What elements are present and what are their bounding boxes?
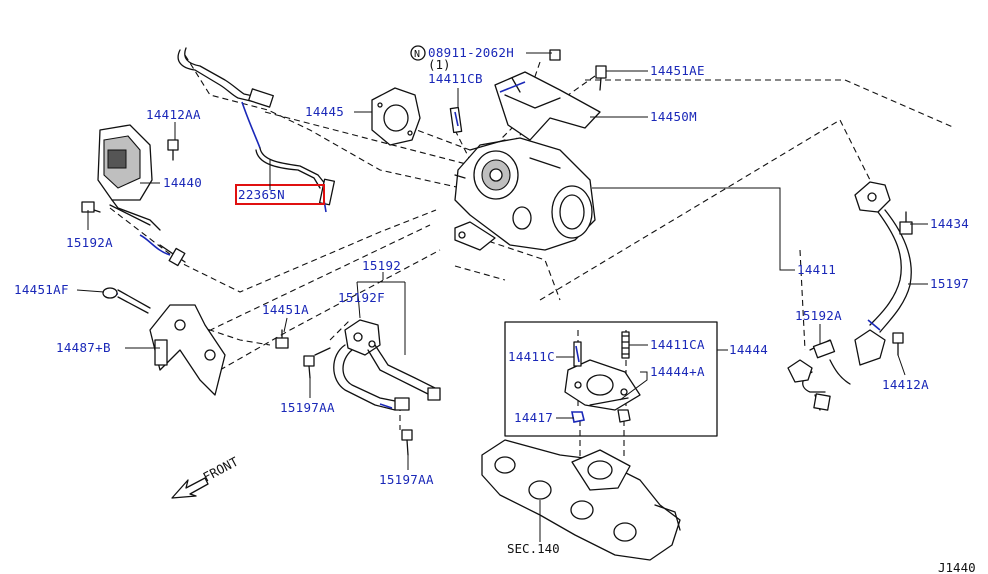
label-22365n[interactable]: 22365N xyxy=(238,187,285,202)
gasket-14445 xyxy=(371,87,421,146)
oil-return-15197 xyxy=(787,181,913,411)
label-08911-qty: (1) xyxy=(428,57,451,72)
heat-shield-14450m xyxy=(494,49,607,141)
label-14411[interactable]: 14411 xyxy=(797,262,836,277)
label-15192f[interactable]: 15192F xyxy=(338,290,385,305)
bracket-14487b xyxy=(102,287,226,396)
wastegate-actuator-14440 xyxy=(81,124,186,267)
label-n-prefix: N xyxy=(414,49,420,60)
label-15192a-left[interactable]: 15192A xyxy=(66,235,113,250)
label-14412aa[interactable]: 14412AA xyxy=(146,107,201,122)
turbocharger-14411 xyxy=(454,137,596,251)
label-15192[interactable]: 15192 xyxy=(362,258,401,273)
label-14487b[interactable]: 14487+B xyxy=(56,340,111,355)
label-14450m[interactable]: 14450M xyxy=(650,109,697,124)
label-15197aa-1[interactable]: 15197AA xyxy=(280,400,335,415)
label-14444[interactable]: 14444 xyxy=(729,342,768,357)
label-14451ae[interactable]: 14451AE xyxy=(650,63,705,78)
gasket-14444a xyxy=(564,331,641,423)
label-08911-2062h[interactable]: 08911-2062H xyxy=(428,45,514,60)
figure-id: J1440 xyxy=(938,560,976,574)
label-14411c[interactable]: 14411C xyxy=(508,349,555,364)
label-14411cb[interactable]: 14411CB xyxy=(428,71,483,86)
leader-lines xyxy=(76,52,928,542)
exhaust-manifold-sec140 xyxy=(481,439,681,561)
label-14451af[interactable]: 14451AF xyxy=(14,282,69,297)
label-14417[interactable]: 14417 xyxy=(514,410,553,425)
label-15197[interactable]: 15197 xyxy=(930,276,969,291)
group-box-14444 xyxy=(504,321,718,437)
label-14440[interactable]: 14440 xyxy=(163,175,202,190)
label-14434[interactable]: 14434 xyxy=(930,216,969,231)
label-14411ca[interactable]: 14411CA xyxy=(650,337,705,352)
label-front: FRONT xyxy=(200,454,241,485)
label-14444a[interactable]: 14444+A xyxy=(650,364,705,379)
bolt-14451a xyxy=(275,329,289,349)
stud-14411cb xyxy=(449,106,463,134)
part-labels: N 08911-2062H (1) 14411CB 14451AE 14450M… xyxy=(14,45,976,574)
label-sec140[interactable]: SEC.140 xyxy=(507,541,560,556)
n-circle-icon xyxy=(410,45,426,61)
front-arrow-icon xyxy=(171,477,209,499)
label-14412a[interactable]: 14412A xyxy=(882,377,929,392)
label-15192a-right[interactable]: 15192A xyxy=(795,308,842,323)
label-15197aa-2[interactable]: 15197AA xyxy=(379,472,434,487)
oil-pipe-15192 xyxy=(303,319,441,456)
label-14451a[interactable]: 14451A xyxy=(262,302,309,317)
highlight-box-22365N xyxy=(235,184,325,205)
label-14445[interactable]: 14445 xyxy=(305,104,344,119)
